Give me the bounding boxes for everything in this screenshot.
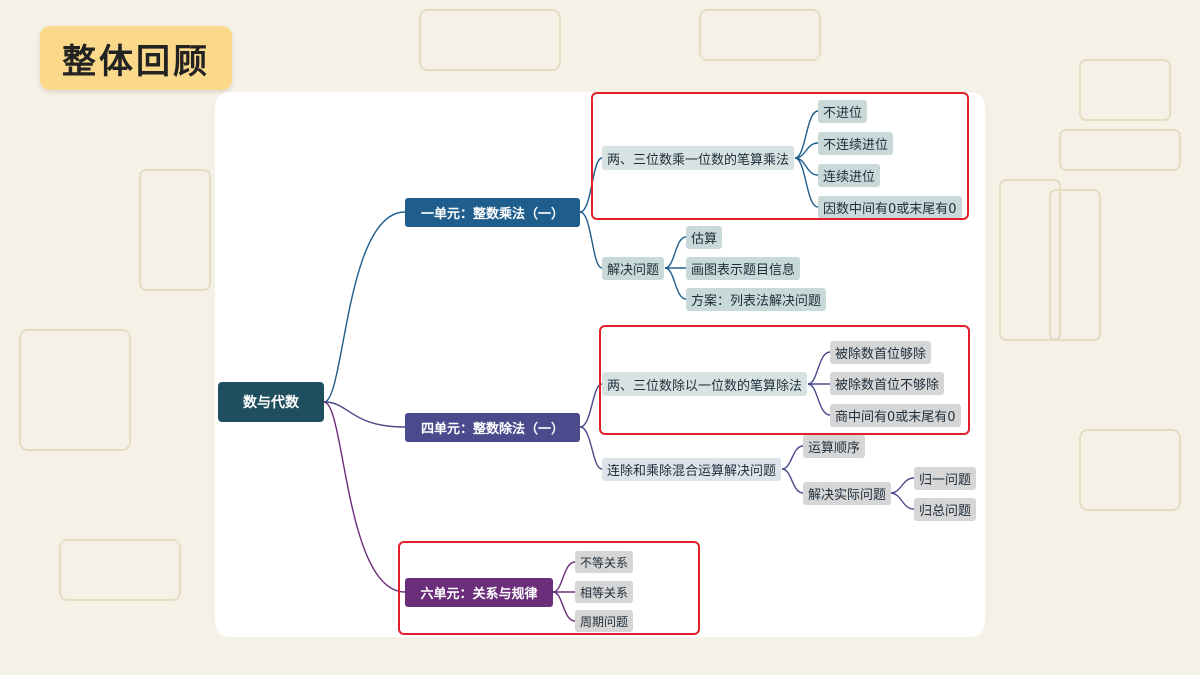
- unit6-leaf-2[interactable]: 相等关系: [575, 581, 634, 603]
- unit1-sub2-leaf-3[interactable]: 方案：列表法解决问题: [686, 288, 827, 311]
- unit1-node[interactable]: 一单元：整数乘法（一）: [405, 198, 580, 227]
- root-node[interactable]: 数与代数: [218, 382, 324, 422]
- unit4-sub1-node[interactable]: 两、三位数除以一位数的笔算除法: [602, 372, 808, 396]
- unit4-node[interactable]: 四单元：整数除法（一）: [405, 413, 580, 442]
- unit4-sub2-subleaf-2[interactable]: 归总问题: [914, 498, 977, 521]
- unit1-sub2-leaf-1[interactable]: 估算: [686, 226, 723, 249]
- page-title: 整体回顾: [40, 26, 232, 90]
- unit1-sub2-leaf-2[interactable]: 画图表示题目信息: [686, 257, 801, 280]
- unit4-sub1-leaf-2[interactable]: 被除数首位不够除: [830, 372, 945, 395]
- unit1-sub1-leaf-4[interactable]: 因数中间有0或末尾有0: [818, 196, 962, 219]
- unit1-sub1-leaf-1[interactable]: 不进位: [818, 100, 868, 123]
- unit6-leaf-1[interactable]: 不等关系: [575, 551, 634, 573]
- unit4-sub2-leaf-2[interactable]: 解决实际问题: [803, 482, 892, 505]
- unit6-leaf-3[interactable]: 周期问题: [575, 610, 634, 632]
- unit4-sub1-leaf-3[interactable]: 商中间有0或末尾有0: [830, 404, 961, 427]
- unit4-sub1-leaf-1[interactable]: 被除数首位够除: [830, 341, 932, 364]
- unit4-sub2-node[interactable]: 连除和乘除混合运算解决问题: [602, 458, 782, 481]
- unit4-sub2-leaf-1[interactable]: 运算顺序: [803, 435, 866, 458]
- unit1-sub2-node[interactable]: 解决问题: [602, 257, 665, 280]
- unit1-sub1-node[interactable]: 两、三位数乘一位数的笔算乘法: [602, 146, 795, 170]
- unit6-node[interactable]: 六单元：关系与规律: [405, 578, 553, 607]
- unit1-sub1-leaf-3[interactable]: 连续进位: [818, 164, 881, 187]
- unit4-sub2-subleaf-1[interactable]: 归一问题: [914, 467, 977, 490]
- unit1-sub1-leaf-2[interactable]: 不连续进位: [818, 132, 894, 155]
